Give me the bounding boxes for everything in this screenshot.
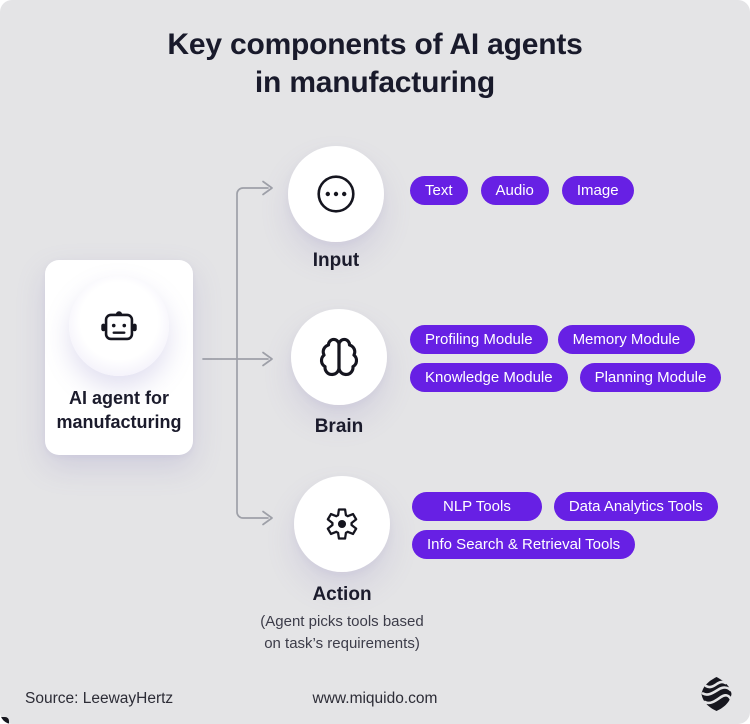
brain-label: Brain bbox=[314, 416, 364, 437]
pill-audio: Audio bbox=[480, 176, 549, 205]
page-title-line1: Key components of AI agents bbox=[167, 28, 583, 61]
footer-source-text: Source: LeewayHertz bbox=[25, 690, 174, 707]
footer-website-text: www.miquido.com bbox=[312, 690, 438, 707]
pill-memory-module: Memory Module bbox=[557, 325, 696, 354]
action-caption-line1: (Agent picks tools based bbox=[260, 613, 424, 630]
action-caption: (Agent picks tools based on task’s requi… bbox=[237, 611, 447, 655]
page-title: Key components of AI agents in manufactu… bbox=[0, 26, 750, 102]
brain-pill-row-1: Profiling Module Memory Module bbox=[410, 325, 696, 354]
action-label: Action bbox=[312, 584, 372, 605]
ellipsis-circle-icon bbox=[317, 175, 355, 213]
pill-nlp-tools: NLP Tools bbox=[412, 492, 542, 521]
action-caption-line2: on task’s requirements) bbox=[264, 635, 420, 652]
input-pill-row: Text Audio Image bbox=[410, 176, 634, 205]
agent-card-label-line1: AI agent for bbox=[68, 388, 169, 408]
brain-pill-row-2: Knowledge Module Planning Module bbox=[410, 363, 722, 392]
brain-icon bbox=[319, 337, 359, 377]
agent-card-label-line2: manufacturing bbox=[56, 412, 182, 432]
pill-profiling-module: Profiling Module bbox=[410, 325, 548, 354]
pill-planning-module: Planning Module bbox=[579, 363, 722, 392]
action-circle bbox=[294, 476, 390, 572]
page-title-line2: in manufacturing bbox=[254, 66, 496, 99]
miquido-logo bbox=[701, 677, 732, 711]
input-circle bbox=[288, 146, 384, 242]
input-label: Input bbox=[312, 250, 360, 271]
pill-info-search-retrieval-tools: Info Search & Retrieval Tools bbox=[412, 530, 636, 559]
corner-mark bbox=[0, 717, 9, 724]
action-pill-row-1: NLP Tools Data Analytics Tools bbox=[412, 492, 718, 521]
robot-icon bbox=[101, 311, 137, 341]
agent-card-label: AI agent for manufacturing bbox=[56, 386, 181, 434]
pill-image: Image bbox=[561, 176, 634, 205]
brain-circle bbox=[291, 309, 387, 405]
gear-icon bbox=[326, 508, 358, 540]
agent-card: AI agent for manufacturing bbox=[45, 260, 193, 455]
pill-text: Text bbox=[410, 176, 468, 205]
pill-knowledge-module: Knowledge Module bbox=[410, 363, 568, 392]
pill-data-analytics-tools: Data Analytics Tools bbox=[553, 492, 718, 521]
agent-icon-halo bbox=[69, 276, 169, 376]
action-pill-row-2: Info Search & Retrieval Tools bbox=[412, 530, 636, 559]
